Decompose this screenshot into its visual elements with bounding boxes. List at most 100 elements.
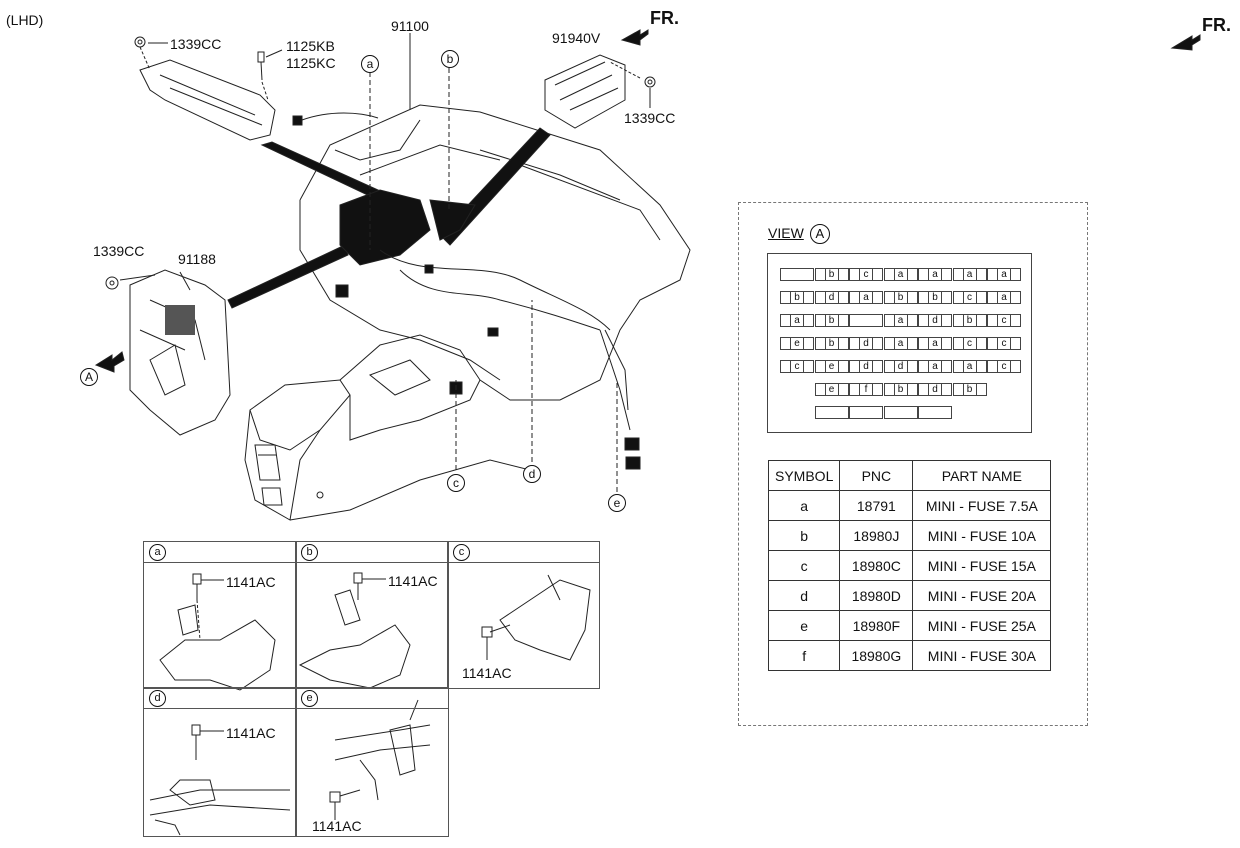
view-title-text: VIEW	[768, 225, 804, 241]
cell-pnc: 18791	[839, 490, 914, 521]
table-row: e 18980F MINI - FUSE 25A	[767, 610, 1052, 641]
fuse-slot: f	[849, 383, 883, 396]
fuse-slot: a	[987, 291, 1021, 304]
parts-table: SYMBOL PNC PART NAME a 18791 MINI - FUSE…	[767, 460, 1052, 671]
detail-b-drawing	[298, 572, 411, 689]
cell-pnc: 18980C	[839, 550, 914, 581]
part-number-1125kb: 1125KB	[286, 38, 335, 54]
cell-symbol: f	[767, 640, 841, 671]
detail-tag-e: e	[301, 690, 318, 707]
cell-part-name: MINI - FUSE 20A	[912, 580, 1052, 611]
fuse-slot: c	[952, 337, 987, 350]
marker-c: c	[447, 474, 465, 492]
fuse-slot: d	[883, 360, 918, 373]
fr-arrow-icon-right	[1170, 34, 1201, 51]
fuse-slot	[814, 406, 849, 419]
fuse-slot: b	[883, 383, 918, 396]
table-row: c 18980C MINI - FUSE 15A	[767, 550, 1052, 581]
fuse-slot: d	[918, 314, 952, 327]
fuse-slot	[849, 314, 883, 327]
fuse-slot: d	[849, 337, 883, 350]
fuse-slot: b	[780, 291, 814, 304]
cell-symbol: c	[767, 550, 841, 581]
fuse-slot: a	[918, 360, 952, 373]
fuse-slot: e	[814, 383, 849, 396]
detail-a-drawing	[159, 573, 276, 691]
lhd-label: (LHD)	[6, 12, 44, 28]
fuse-slot: c	[849, 268, 883, 281]
part-number-1339cc-left: 1339CC	[93, 243, 145, 259]
cell-part-name: MINI - FUSE 30A	[912, 640, 1052, 671]
fuse-slot: d	[814, 291, 849, 304]
fuse-slot: a	[952, 268, 987, 281]
table-header-symbol: SYMBOL	[767, 460, 841, 491]
detail-d-part: 1141AC	[226, 725, 276, 741]
fuse-slot: a	[952, 360, 987, 373]
fuse-slot: a	[883, 268, 918, 281]
detail-tag-b: b	[301, 544, 318, 561]
cell-pnc: 18980F	[839, 610, 914, 641]
fuse-slot: c	[987, 360, 1021, 373]
fuse-slot: a	[987, 268, 1021, 281]
marker-e: e	[608, 494, 626, 512]
fuse-slot: c	[987, 314, 1021, 327]
fuse-slot: b	[918, 291, 952, 304]
view-a-panel	[738, 202, 1088, 726]
fuse-slot: c	[987, 337, 1021, 350]
fuse-slot: a	[918, 337, 952, 350]
cell-symbol: e	[767, 610, 841, 641]
detail-box-b: b	[295, 541, 449, 689]
table-row: d 18980D MINI - FUSE 20A	[767, 580, 1052, 611]
detail-d-drawing	[149, 724, 291, 836]
detail-c-drawing	[481, 574, 591, 661]
marker-view-a: A	[80, 368, 98, 386]
fuse-slot: c	[952, 291, 987, 304]
detail-box-e: e	[295, 687, 449, 837]
view-a-arrow-icon	[94, 351, 125, 373]
cell-pnc: 18980J	[839, 520, 914, 551]
cell-symbol: d	[767, 580, 841, 611]
fuse-slot: d	[849, 360, 883, 373]
fuse-slot: c	[780, 360, 814, 373]
detail-tag-a: a	[149, 544, 166, 561]
table-row: a 18791 MINI - FUSE 7.5A	[767, 490, 1052, 521]
fuse-slot	[918, 406, 952, 419]
part-number-91188: 91188	[178, 251, 216, 267]
detail-box-c: c	[447, 541, 600, 689]
fr-arrow-icon	[620, 29, 649, 46]
detail-tag-d: d	[149, 690, 166, 707]
table-row: b 18980J MINI - FUSE 10A	[767, 520, 1052, 551]
marker-d: d	[523, 465, 541, 483]
fuse-slot: d	[918, 383, 952, 396]
fuse-slot: b	[952, 314, 987, 327]
table-header-part-name: PART NAME	[912, 460, 1052, 491]
cell-pnc: 18980G	[839, 640, 914, 671]
part-number-1339cc-top: 1339CC	[170, 36, 222, 52]
fuse-slot: b	[952, 383, 987, 396]
front-direction-label: FR.	[650, 8, 679, 28]
detail-tag-c: c	[453, 544, 470, 561]
detail-b-part: 1141AC	[388, 573, 438, 589]
detail-box-a: a	[143, 541, 297, 689]
fuse-slot: a	[849, 291, 883, 304]
cell-part-name: MINI - FUSE 15A	[912, 550, 1052, 581]
part-number-91940v: 91940V	[552, 30, 601, 46]
cell-part-name: MINI - FUSE 25A	[912, 610, 1052, 641]
marker-b: b	[441, 50, 459, 68]
view-title-marker: A	[809, 224, 830, 244]
part-number-1339cc-right: 1339CC	[624, 110, 676, 126]
fuse-slot: b	[814, 314, 849, 327]
detail-a-part: 1141AC	[226, 574, 276, 590]
fuse-slot: a	[883, 337, 918, 350]
front-direction-label-right: FR.	[1202, 15, 1231, 35]
cell-symbol: b	[767, 520, 841, 551]
cell-pnc: 18980D	[839, 580, 914, 611]
fuse-slot: e	[814, 360, 849, 373]
fuse-slot: b	[814, 337, 849, 350]
view-a-title: VIEW A	[768, 224, 830, 244]
fuse-slot: b	[883, 291, 918, 304]
part-number-1125kc: 1125KC	[286, 55, 336, 71]
fuse-slot	[780, 268, 814, 281]
cell-part-name: MINI - FUSE 7.5A	[912, 490, 1052, 521]
